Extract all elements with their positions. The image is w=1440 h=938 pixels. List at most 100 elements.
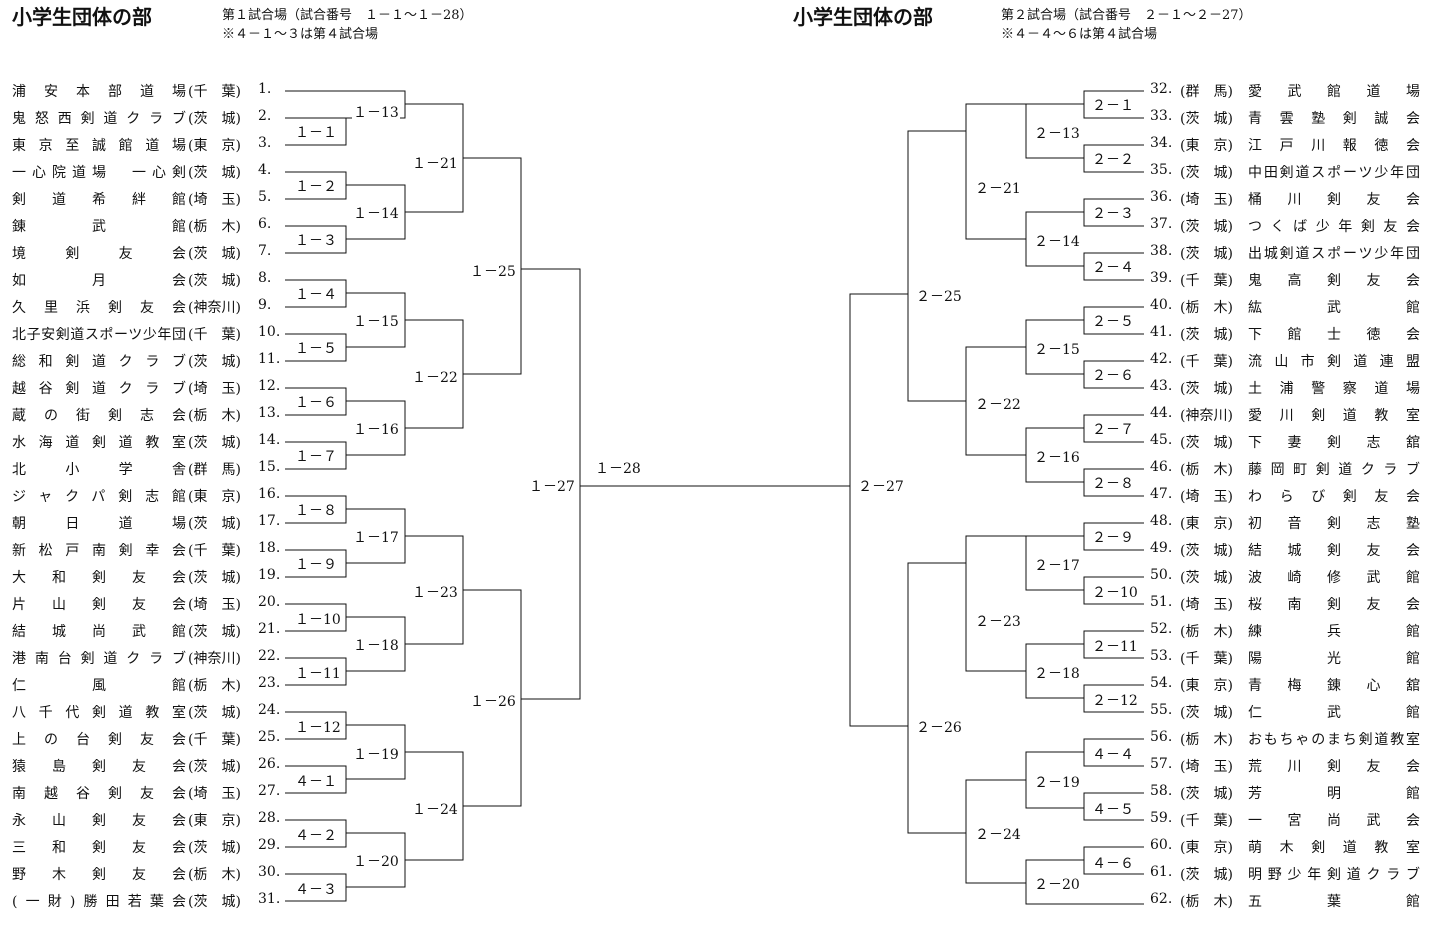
match-label: １－21 (411, 153, 459, 173)
team-name: 仁風館 (12, 678, 186, 694)
team-name: おもちゃのまち剣道教室 (1248, 732, 1420, 748)
match-label: ２－16 (1033, 447, 1081, 467)
team-prefecture: (茨 城) (1180, 705, 1233, 721)
team-name: 朝日道場 (12, 516, 186, 532)
match-label: １－13 (352, 102, 400, 122)
team-number: 27. (258, 783, 281, 799)
team-name: 出城剣道スポーツ少年団 (1248, 246, 1420, 262)
team-name: 紘武館 (1248, 300, 1420, 316)
match-label: １－25 (469, 261, 517, 281)
team-name: 江戸川報徳会 (1248, 138, 1420, 154)
team-name: 愛武館道場 (1248, 84, 1420, 100)
team-prefecture: (栃 木) (1180, 894, 1233, 910)
team-name: 猿島剣友会 (12, 759, 186, 775)
match-label: １－28 (594, 458, 642, 478)
team-name: 流山市剣道連盟 (1248, 354, 1420, 370)
team-prefecture: (東 京) (188, 138, 241, 154)
team-name: 一宮尚武会 (1248, 813, 1420, 829)
team-prefecture: (埼 玉) (188, 192, 241, 208)
match-label: ２－26 (915, 717, 963, 737)
team-name: 桶川剣友会 (1248, 192, 1420, 208)
team-number: 60. (1150, 837, 1173, 853)
team-prefecture: (栃 木) (188, 867, 241, 883)
match-label: １－26 (469, 691, 517, 711)
match-label: １－５ (294, 338, 338, 358)
team-number: 37. (1150, 216, 1173, 232)
match-label: ２－６ (1091, 365, 1135, 385)
team-name: 新松戸南剣幸会 (12, 543, 186, 559)
team-prefecture: (埼 玉) (1180, 192, 1233, 208)
team-prefecture: (茨 城) (1180, 165, 1233, 181)
team-number: 31. (258, 891, 281, 907)
team-name: 芳明館 (1248, 786, 1420, 802)
match-label: ２－23 (974, 611, 1022, 631)
team-name: 三和剣友会 (12, 840, 186, 856)
match-label: １－16 (352, 419, 400, 439)
team-number: 2. (258, 108, 272, 124)
team-name: 港南台剣道クラブ (12, 651, 186, 667)
team-prefecture: (栃 木) (1180, 462, 1233, 478)
team-number: 10. (258, 324, 281, 340)
team-number: 39. (1150, 270, 1173, 286)
match-label: １－18 (352, 635, 400, 655)
team-number: 42. (1150, 351, 1173, 367)
match-label: ２－７ (1091, 419, 1135, 439)
team-number: 26. (258, 756, 281, 772)
match-label: ２－14 (1033, 231, 1081, 251)
team-prefecture: (茨 城) (188, 759, 241, 775)
team-number: 5. (258, 189, 272, 205)
team-prefecture: (栃 木) (188, 408, 241, 424)
team-number: 9. (258, 297, 272, 313)
match-label: ４－５ (1091, 799, 1135, 819)
team-name: 波崎修武館 (1248, 570, 1420, 586)
team-number: 19. (258, 567, 281, 583)
team-number: 18. (258, 540, 281, 556)
match-label: ２－11 (1091, 636, 1139, 656)
team-prefecture: (神奈川) (188, 651, 241, 667)
team-number: 13. (258, 405, 281, 421)
team-number: 30. (258, 864, 281, 880)
team-name: 明野少年剣道クラブ (1248, 867, 1420, 883)
team-name: 境剣友会 (12, 246, 186, 262)
team-name: 北子安剣道スポーツ少年団 (12, 327, 186, 343)
team-prefecture: (神奈川) (1180, 408, 1233, 424)
team-name: 中田剣道スポーツ少年団 (1248, 165, 1420, 181)
team-number: 36. (1150, 189, 1173, 205)
team-number: 55. (1150, 702, 1173, 718)
team-prefecture: (千 葉) (1180, 354, 1233, 370)
team-prefecture: (茨 城) (1180, 246, 1233, 262)
team-name: 北小学舎 (12, 462, 186, 478)
team-prefecture: (茨 城) (188, 165, 241, 181)
team-prefecture: (茨 城) (1180, 570, 1233, 586)
team-name: 永山剣友会 (12, 813, 186, 829)
match-label: １－14 (352, 203, 400, 223)
team-number: 58. (1150, 783, 1173, 799)
match-label: ２－３ (1091, 203, 1135, 223)
team-prefecture: (茨 城) (188, 273, 241, 289)
team-name: 萌木剣道教室 (1248, 840, 1420, 856)
team-number: 7. (258, 243, 272, 259)
team-prefecture: (栃 木) (1180, 732, 1233, 748)
team-prefecture: (茨 城) (188, 246, 241, 262)
match-label: ２－19 (1033, 772, 1081, 792)
match-label: ２－９ (1091, 527, 1135, 547)
team-name: 総和剣道クラブ (12, 354, 186, 370)
right-subtitle: 第２試合場（試合番号 ２－１～２－27） (1001, 8, 1252, 23)
match-label: １－24 (411, 799, 459, 819)
match-label: １－６ (294, 392, 338, 412)
team-prefecture: (東 京) (1180, 840, 1233, 856)
team-name: わらび剣友会 (1248, 489, 1420, 505)
team-number: 41. (1150, 324, 1173, 340)
team-prefecture: (茨 城) (1180, 867, 1233, 883)
team-number: 32. (1150, 81, 1173, 97)
team-name: 浦安本部道場 (12, 84, 186, 100)
match-label: １－９ (294, 554, 338, 574)
team-name: 結城尚武館 (12, 624, 186, 640)
team-prefecture: (茨 城) (188, 570, 241, 586)
team-prefecture: (埼 玉) (1180, 489, 1233, 505)
team-prefecture: (茨 城) (188, 624, 241, 640)
match-label: ２－18 (1033, 663, 1081, 683)
team-prefecture: (茨 城) (188, 894, 241, 910)
team-name: 桜南剣友会 (1248, 597, 1420, 613)
team-number: 28. (258, 810, 281, 826)
